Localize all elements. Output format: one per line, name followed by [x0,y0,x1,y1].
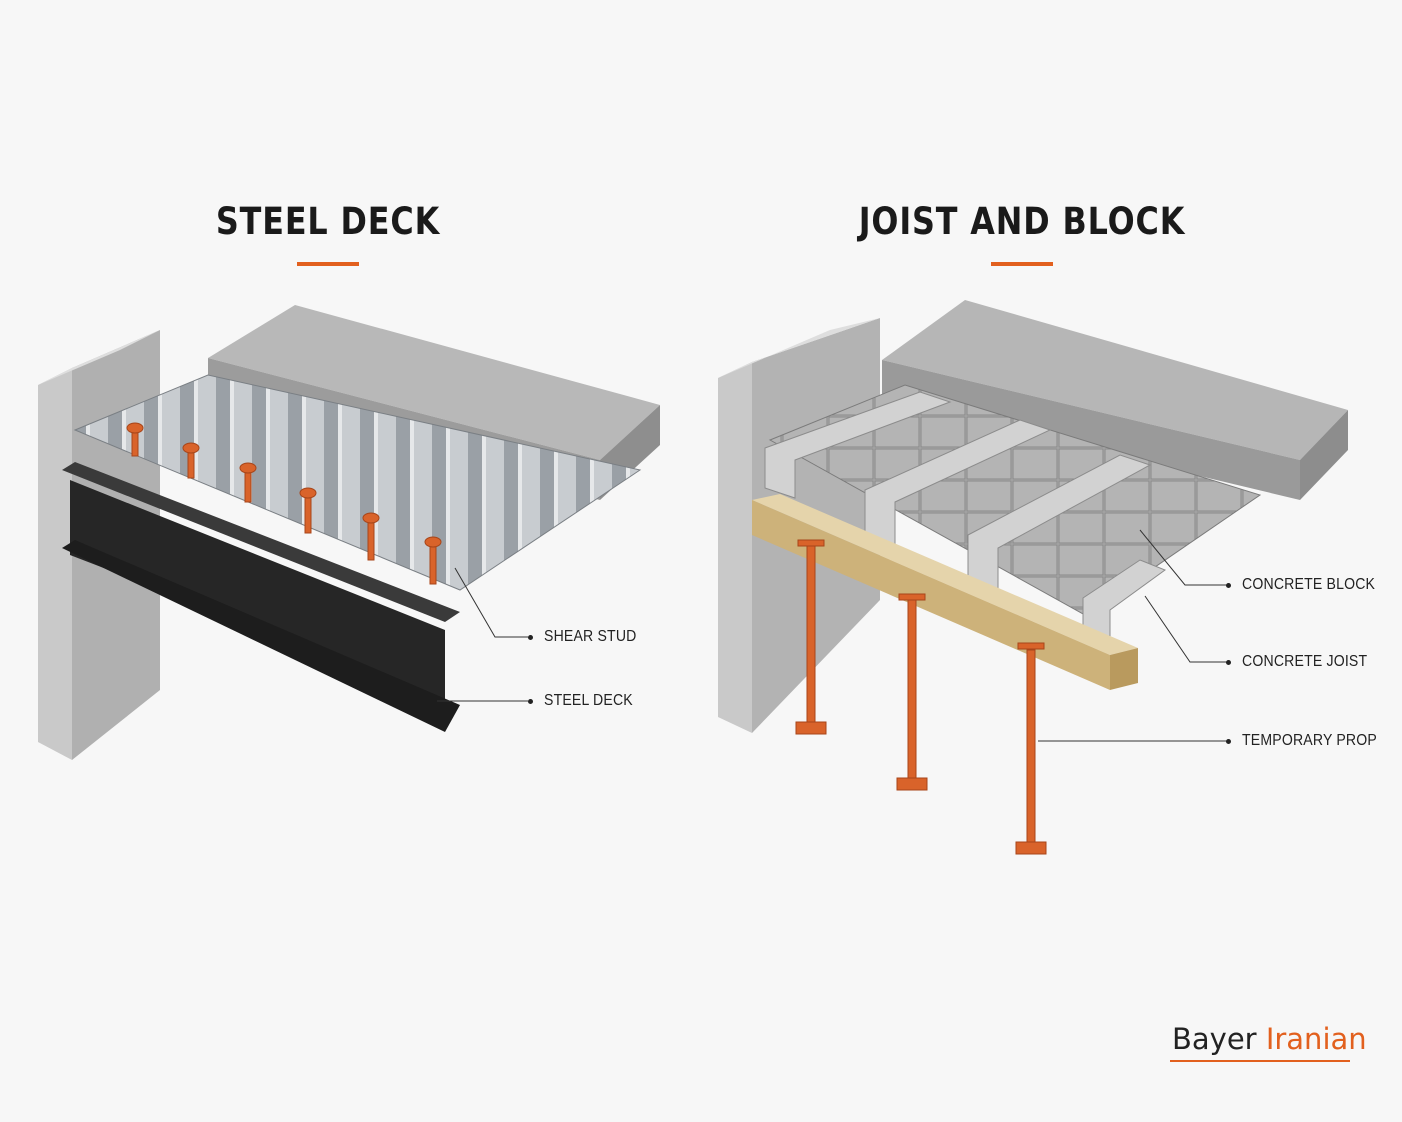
steel-beam-web [70,480,445,700]
callout-dot [1226,739,1231,744]
callout-dot [1226,660,1231,665]
shear-stud [239,462,257,503]
leader-concrete-joist [1144,595,1228,663]
joist-block-illustration [718,300,1348,855]
shear-stud [182,442,200,479]
shear-stud [424,536,442,585]
right-wall-front [718,362,752,733]
right-slab-front [882,360,1300,500]
shear-stud [126,422,144,457]
title-underline [297,262,359,266]
panel-title: STEEL DECK [215,200,441,243]
temporary-prop [896,593,928,791]
steel-deck-panel: STEEL DECK [215,200,441,266]
shear-stud [299,487,317,534]
brand-name-part1: Bayer [1172,1022,1257,1056]
right-slab-top [882,300,1348,460]
temporary-prop [795,539,827,735]
title-underline [991,262,1053,266]
steel-beam-top-flange [62,462,460,622]
right-slab-side [1300,410,1348,500]
left-wall-top [38,330,160,385]
steel-beam-bottom-flange [62,540,460,732]
leader-shear-stud [454,567,528,638]
concrete-joist [764,391,952,499]
left-slab-top [208,305,660,460]
callout-shear-stud: SHEAR STUD [544,628,637,645]
shear-studs [126,422,442,585]
callout-steel-deck: STEEL DECK [544,692,633,709]
brand-underline [1170,1060,1350,1062]
timber-beam-top [752,494,1138,655]
joist-block-panel: JOIST AND BLOCK [701,0,1402,1122]
leader-concrete-block [1139,529,1228,586]
temporary-props [795,539,1047,855]
shear-stud [362,512,380,561]
brand-logo: Bayer Iranian [1172,1022,1367,1056]
brand-name-part2: Iranian [1265,1022,1367,1056]
panel-title: JOIST AND BLOCK [858,200,1186,243]
callout-dot [528,699,533,704]
left-wall-front [38,368,72,760]
callout-concrete-block: CONCRETE BLOCK [1242,576,1376,593]
callout-temporary-prop: TEMPORARY PROP [1242,732,1377,749]
callout-dot [1226,583,1231,588]
callout-dot [528,635,533,640]
timber-beam-end [1110,648,1138,690]
temporary-prop [1015,642,1047,855]
steel-deck-illustration [38,305,660,760]
callout-concrete-joist: CONCRETE JOIST [1242,653,1368,670]
corrugated-deck [73,374,642,591]
